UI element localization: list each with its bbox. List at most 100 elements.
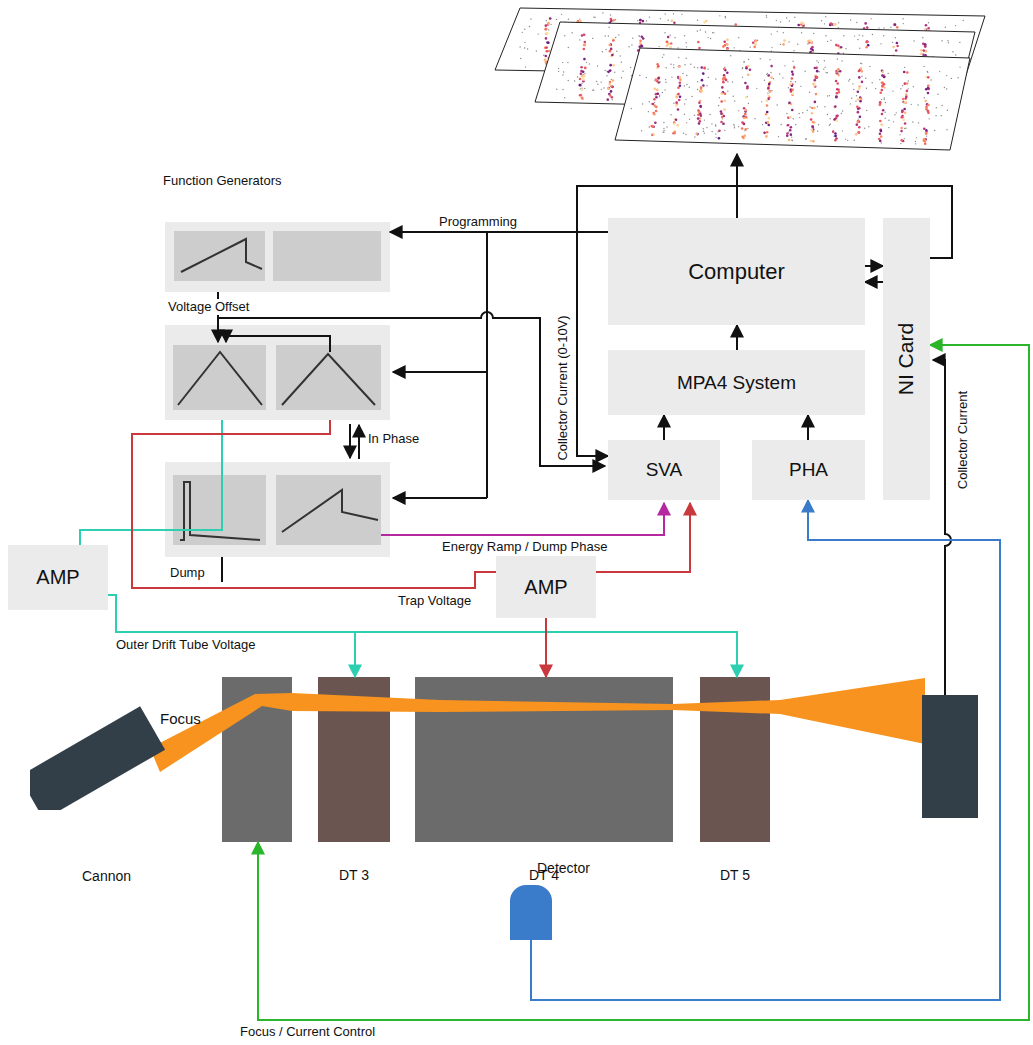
spectrum-dot [780,21,781,22]
spectrum-dot [811,125,814,128]
spectrum-dot [904,111,907,114]
node-box: AMP [8,545,108,610]
spectrum-dot [544,55,547,58]
spectrum-dot [649,126,650,127]
spectrum-dot [582,76,585,79]
spectrum-dot [835,115,838,118]
spectrum-dot [783,39,786,42]
programming-wire [486,232,488,498]
spectrum-dot [843,35,844,36]
spectrum-dot [801,32,802,33]
spectrum-dot [770,72,771,73]
spectrum-dot [571,32,572,33]
spectrum-dot [904,67,905,68]
spectrum-dot [802,112,803,113]
spectrum-dot [741,121,744,124]
spectrum-dot [875,88,876,89]
spectrum-dot [900,88,901,89]
spectrum-dot [963,20,964,21]
spectrum-dot [816,70,819,73]
spectrum-dot [707,69,708,70]
spectrum-dot [673,103,674,104]
spectrum-dot [694,136,695,137]
spectrum-dot [611,79,612,80]
spectrum-dot [858,118,859,119]
spectrum-dot [827,95,828,96]
spectrum-dot [685,134,686,135]
spectrum-dot [812,140,815,143]
spectrum-dot [519,46,520,47]
spectrum-dot [771,33,772,34]
spectrum-dot [892,46,895,49]
spectrum-dot [697,81,698,82]
spectrum-dot [894,114,895,115]
spectrum-dot [896,112,897,113]
spectrum-dot [770,65,773,68]
spectrum-dot [934,130,935,131]
spectrum-dot [825,35,826,36]
spectrum-dot [850,103,851,104]
spectrum-dot [699,113,702,116]
spectrum-dot [525,66,526,67]
node-text: AMP [36,566,79,589]
spectrum-dot [744,128,747,131]
spectrum-dot [671,19,674,22]
spectrum-dot [902,98,905,101]
dump-wire [221,557,223,582]
spectrum-dot [834,132,837,135]
spectrum-dot [615,19,616,20]
spectrum-dot [584,67,587,70]
spectrum-dot [603,87,604,88]
spectrum-dot [813,121,816,124]
spectrum-dot [723,40,726,43]
generator-screen [174,231,265,281]
node-box: Computer [608,218,865,325]
spectrum-dot [881,74,884,77]
spectrum-dot [842,130,843,131]
spectrum-dot [924,54,927,57]
spectrum-dot [766,74,767,75]
spectrum-dot [776,104,777,105]
spectrum-dot [895,49,898,52]
connector [390,231,608,233]
spectrum-dot [927,27,930,30]
spectrum-dot [679,81,682,84]
spectrum-dot [883,27,884,28]
spectrum-dot [708,77,709,78]
spectrum-dot [905,128,906,129]
spectrum-dot [607,87,610,90]
node-text: SVA [646,459,683,481]
spectrum-dot [857,91,860,94]
spectrum-dot [925,88,928,91]
spectrum-dot [545,37,548,40]
spectrum-dot [890,26,891,27]
spectrum-dot [649,101,650,102]
generator-screen [173,345,266,410]
spectrum-dot [741,136,744,139]
spectrum-dot [681,14,682,15]
spectrum-dot [928,22,929,23]
node-text: DT 5 [670,867,800,883]
spectrum-dot [783,32,784,33]
spectrum-dot [908,88,909,89]
spectrum-dot [667,43,670,46]
spectrum-dot [546,41,549,44]
spectrum-dot [699,105,702,108]
spectrum-dot [703,73,704,74]
spectrum-dot [904,122,907,125]
spectrum-dot [857,120,860,123]
spectrum-dot [697,67,698,68]
spectrum-dot [705,20,708,23]
spectrum-dot [669,35,670,36]
spectrum-dot [738,110,739,111]
spectrum-dot [816,76,819,79]
spectrum-dot [581,88,584,91]
spectrum-dot [621,77,622,78]
spectrum-dot [609,84,610,85]
spectrum-dot [920,52,923,55]
spectrum-dot [767,121,770,124]
spectrum-dot [677,93,680,96]
spectrum-dot [642,20,645,23]
spectrum-dot [769,59,770,60]
spectrum-dot [906,71,909,74]
